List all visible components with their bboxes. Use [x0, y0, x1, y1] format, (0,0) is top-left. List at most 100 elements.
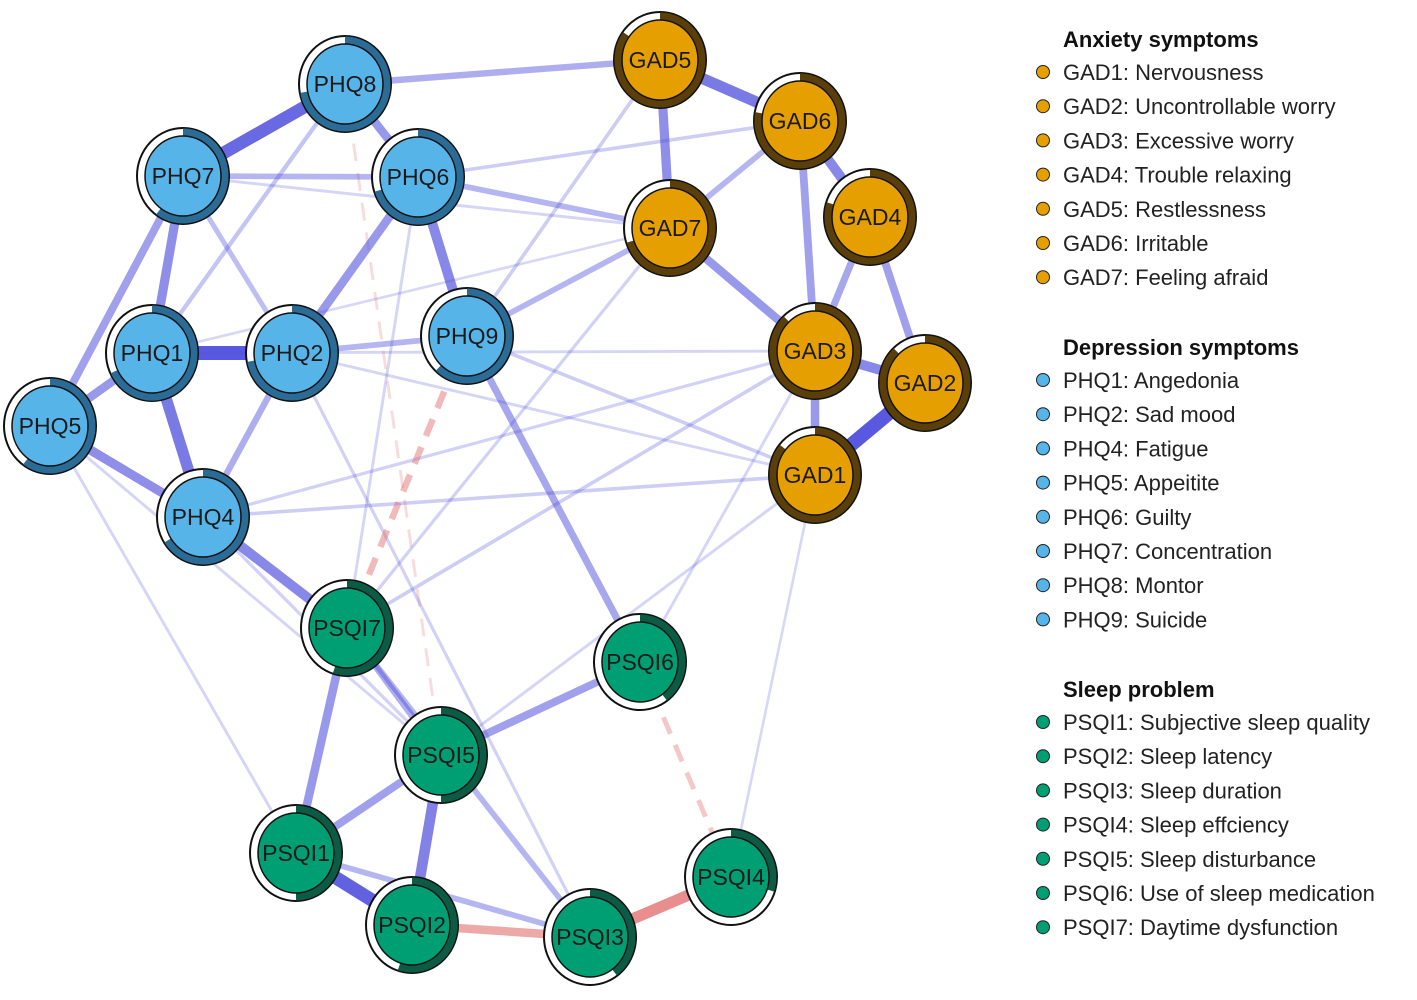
- node-label: GAD5: [629, 47, 692, 73]
- legend-item: GAD5: Restlessness: [1063, 197, 1266, 222]
- edge-phq9-gad1: [466, 334, 816, 477]
- node-gad6[interactable]: GAD6: [753, 72, 847, 170]
- edge-psqi6-gad3: [638, 350, 817, 663]
- legend-dot-anxiety: [1036, 99, 1050, 114]
- legend-dot-depression: [1036, 475, 1050, 490]
- legend-item: GAD6: Irritable: [1063, 231, 1209, 256]
- legend-dot-depression: [1036, 612, 1050, 627]
- legend-item: PHQ1: Angedonia: [1063, 368, 1240, 393]
- edge-phq2-psqi3: [290, 352, 592, 938]
- legend-dot-sleep: [1036, 920, 1050, 935]
- node-phq9[interactable]: PHQ9: [420, 287, 514, 385]
- node-phq8[interactable]: PHQ8: [298, 35, 392, 133]
- node-psqi1[interactable]: PSQI1: [249, 804, 343, 902]
- legend-dot-anxiety: [1036, 133, 1050, 148]
- edge-phq8-gad5: [344, 56, 661, 88]
- edge-phq5-psqi5: [49, 424, 442, 757]
- legend-item: PSQI4: Sleep effciency: [1063, 813, 1289, 838]
- node-label: PHQ9: [436, 323, 499, 349]
- edge-phq5-psqi1: [48, 425, 298, 854]
- node-label: PHQ7: [152, 163, 215, 189]
- node-label: PSQI7: [313, 615, 381, 641]
- node-gad3[interactable]: GAD3: [768, 302, 862, 400]
- node-gad7[interactable]: GAD7: [623, 179, 717, 277]
- edge-phq9-psqi7: [344, 334, 470, 630]
- legend-item: PHQ5: Appeitite: [1063, 471, 1220, 496]
- node-psqi6[interactable]: PSQI6: [593, 613, 687, 711]
- edge-phq6-gad6: [417, 119, 801, 179]
- legend-item: GAD2: Uncontrollable worry: [1063, 94, 1336, 119]
- legend-dot-anxiety: [1036, 201, 1050, 216]
- legend-dot-sleep: [1036, 783, 1050, 798]
- node-label: GAD4: [839, 204, 902, 230]
- edge-phq4-gad1: [202, 473, 816, 519]
- legend-dot-anxiety: [1036, 167, 1050, 182]
- legend-heading-depression: Depression symptoms: [1063, 335, 1299, 360]
- node-label: PHQ2: [261, 340, 324, 366]
- node-label: GAD6: [769, 108, 832, 134]
- edge-phq2-gad1: [291, 351, 816, 477]
- legend-item: GAD7: Feeling afraid: [1063, 265, 1268, 290]
- node-phq4[interactable]: PHQ4: [156, 468, 250, 566]
- edge-gad5-phq9: [465, 58, 662, 338]
- node-label: PHQ6: [387, 164, 450, 190]
- legend-dot-anxiety: [1036, 65, 1050, 79]
- legend-item: PHQ6: Guilty: [1063, 505, 1191, 530]
- legend-item: GAD4: Trouble relaxing: [1063, 163, 1292, 188]
- legend-dot-depression: [1036, 373, 1050, 387]
- legend-item: PSQI2: Sleep latency: [1063, 744, 1272, 769]
- node-gad4[interactable]: GAD4: [823, 168, 917, 266]
- legend-dot-anxiety: [1036, 270, 1050, 285]
- node-gad1[interactable]: GAD1: [768, 426, 862, 524]
- legend-item: PSQI1: Subjective sleep quality: [1063, 710, 1370, 735]
- node-label: PSQI6: [606, 649, 674, 675]
- node-psqi7[interactable]: PSQI7: [300, 579, 394, 677]
- node-label: PHQ5: [19, 413, 82, 439]
- node-phq1[interactable]: PHQ1: [105, 304, 199, 402]
- node-psqi5[interactable]: PSQI5: [394, 706, 488, 804]
- node-gad2[interactable]: GAD2: [878, 334, 972, 432]
- legend-item: PSQI3: Sleep duration: [1063, 778, 1282, 803]
- node-phq2[interactable]: PHQ2: [245, 304, 339, 402]
- node-label: PSQI3: [556, 924, 624, 950]
- legend-dot-sleep: [1036, 886, 1050, 900]
- legend-item: PHQ8: Montor: [1063, 573, 1204, 598]
- node-psqi2[interactable]: PSQI2: [365, 876, 459, 974]
- legend-heading-anxiety: Anxiety symptoms: [1063, 27, 1259, 52]
- legend-item: PHQ4: Fatigue: [1063, 436, 1209, 461]
- node-label: PHQ8: [314, 71, 377, 97]
- legend-item: GAD3: Excessive worry: [1063, 128, 1294, 153]
- edge-phq1-phq8: [150, 82, 347, 355]
- node-label: GAD3: [784, 338, 847, 364]
- legend-item: PSQI7: Daytime dysfunction: [1063, 915, 1338, 940]
- node-label: PHQ4: [172, 504, 235, 530]
- legend-item: PHQ9: Suicide: [1063, 607, 1207, 632]
- legend-dot-depression: [1036, 544, 1050, 558]
- legend-item: PSQI5: Sleep disturbance: [1063, 847, 1316, 872]
- edge-phq6-psqi7: [345, 176, 420, 629]
- edge-phq8-psqi5: [343, 83, 443, 756]
- edge-phq1-gad7: [151, 226, 671, 355]
- node-psqi4[interactable]: PSQI4: [684, 828, 778, 926]
- node-label: GAD2: [894, 370, 957, 396]
- node-label: PSQI1: [262, 840, 330, 866]
- legend-item: PSQI6: Use of sleep medication: [1063, 881, 1375, 906]
- node-label: PSQI2: [378, 912, 446, 938]
- legend-dot-sleep: [1036, 851, 1050, 866]
- node-gad5[interactable]: GAD5: [613, 11, 707, 109]
- legend-dot-depression: [1036, 578, 1050, 593]
- node-label: PSQI4: [697, 864, 765, 890]
- node-label: GAD7: [639, 215, 702, 241]
- legend-dot-sleep: [1036, 817, 1050, 832]
- edge-psqi7-gad3: [346, 349, 816, 630]
- edge-psqi7-gad7: [345, 226, 672, 630]
- node-phq7[interactable]: PHQ7: [136, 127, 230, 225]
- node-psqi3[interactable]: PSQI3: [543, 888, 637, 986]
- node-phq5[interactable]: PHQ5: [3, 377, 97, 475]
- edge-psqi4-gad1: [729, 474, 817, 878]
- node-label: PSQI5: [407, 742, 475, 768]
- node-phq6[interactable]: PHQ6: [371, 128, 465, 226]
